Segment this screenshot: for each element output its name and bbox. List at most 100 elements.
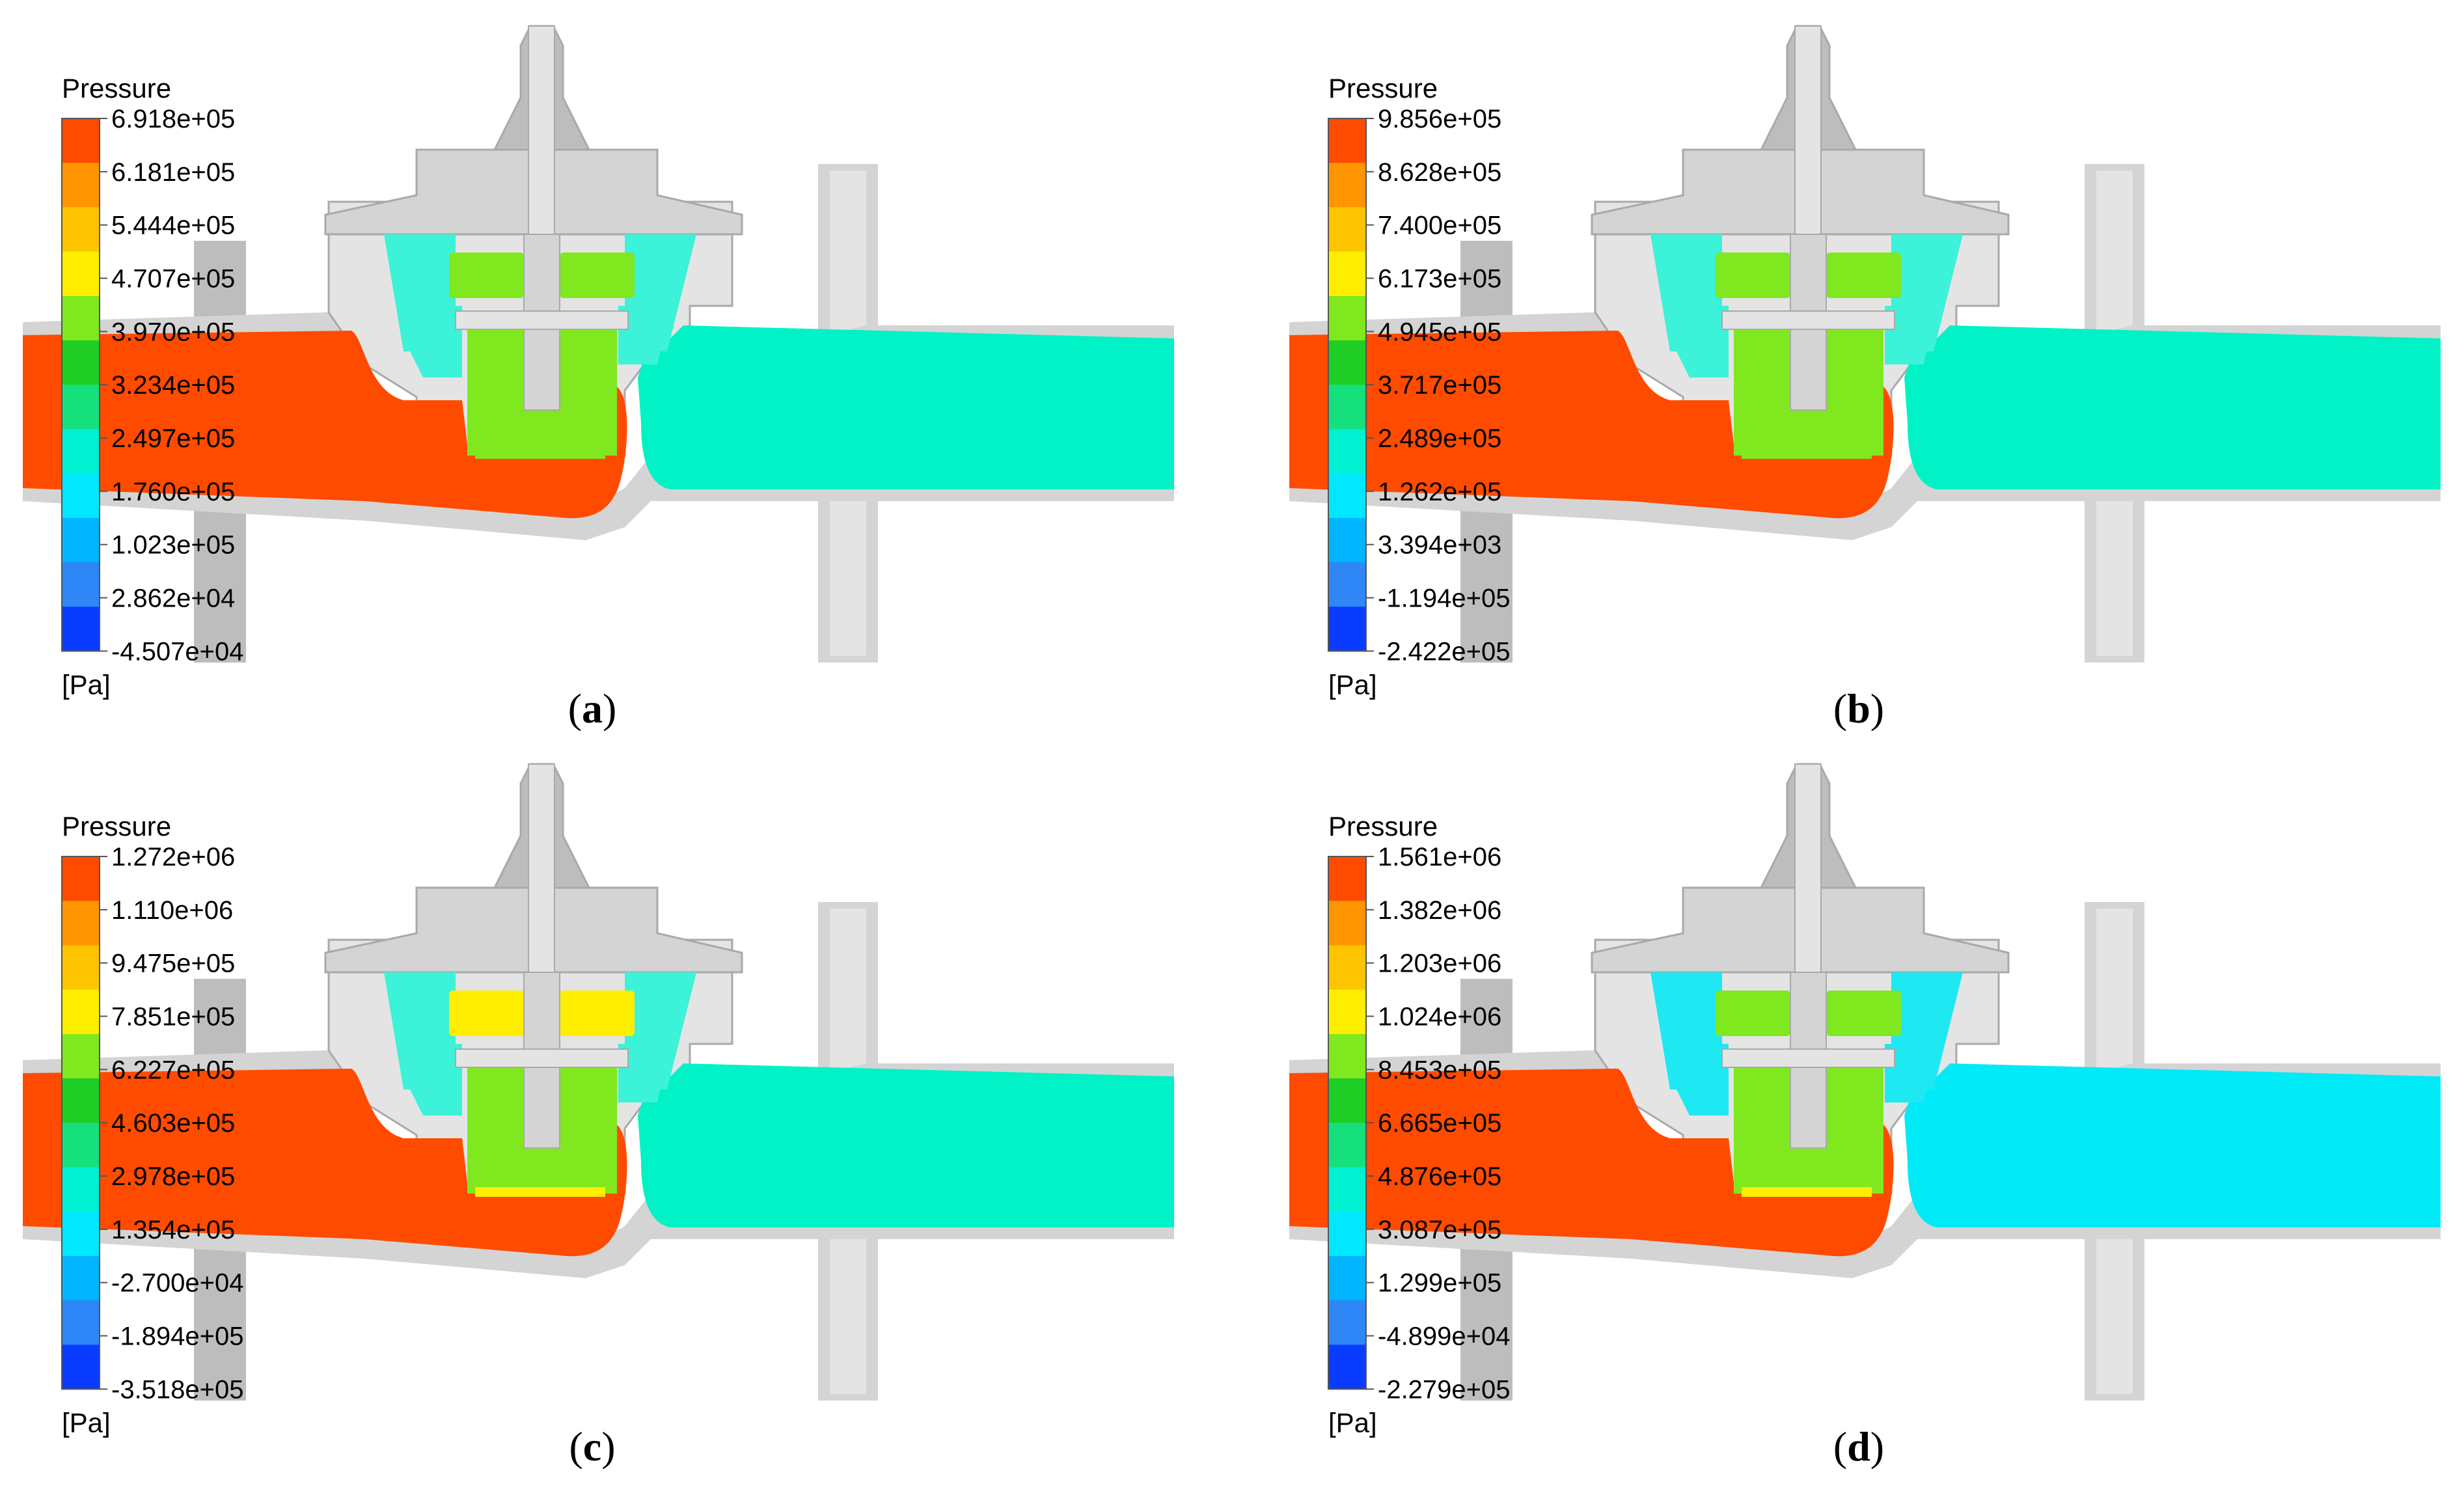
legend-title: Pressure [1328,811,1438,841]
legend-color-band [62,1211,100,1257]
seat-ring [455,310,629,330]
legend-tick-label: 6.227e+05 [111,1056,235,1084]
valve-stem [528,763,555,1012]
legend-tick-label: -2.700e+04 [111,1269,244,1298]
legend-tick-label: 1.110e+06 [111,896,233,925]
caption-letter: a [582,685,603,732]
legend-tick-label: 4.945e+05 [1378,318,1501,346]
legend-color-band [1328,945,1366,991]
legend-color-band [62,340,100,385]
caption-open-paren: ( [568,685,582,732]
legend-color-band [62,945,100,991]
left-upper-pad [449,991,524,1036]
legend-color-band [62,1167,100,1212]
pressure-legend: Pressure9.856e+058.628e+057.400e+056.173… [1328,73,1511,700]
legend-color-band [62,1033,100,1079]
legend-color-band [1328,989,1366,1035]
caption-open-paren: ( [1833,1423,1847,1470]
legend-title: Pressure [62,811,171,841]
legend-color-band [62,1078,100,1123]
chamber-bottom-region [475,449,605,459]
chamber-bottom-region [475,1187,605,1197]
seat-ring [1721,1048,1895,1068]
outlet-low-pressure-region [1904,1063,2441,1227]
caption-open-paren: ( [569,1423,582,1470]
right-side-cavity [1885,1044,1937,1102]
caption-letter: b [1847,685,1870,732]
legend-color-band [1328,1255,1366,1301]
legend-color-band [62,207,100,253]
legend-tick-label: 1.354e+05 [111,1216,235,1244]
outlet-low-pressure-region [1904,325,2441,489]
legend-tick-label: 6.173e+05 [1378,265,1501,294]
caption-close-paren: ) [601,1423,615,1470]
legend-color-band [1328,163,1366,208]
panel-caption: (a) [568,685,617,732]
legend-tick-label: 1.382e+06 [1378,896,1501,925]
right-side-cavity [1885,306,1937,364]
legend-tick-label: 3.717e+05 [1378,371,1501,400]
legend-color-band [62,429,100,474]
legend-tick-label: 2.497e+05 [111,424,235,453]
legend-color-band [62,385,100,430]
legend-tick-label: 9.475e+05 [111,950,235,978]
legend-tick-label: 1.561e+06 [1378,843,1501,871]
panel-d: Pressure1.561e+061.382e+061.203e+061.024… [1289,763,2441,1470]
panel-caption: (d) [1833,1423,1884,1470]
caption-letter: d [1847,1423,1870,1470]
legend-color-band [1328,1033,1366,1079]
legend-tick-label: 2.862e+04 [111,584,235,613]
inlet-high-pressure-region [23,331,627,519]
legend-color-band [62,517,100,563]
legend-color-band [1328,251,1366,297]
left-side-cavity [410,1044,462,1115]
panel-b: Pressure9.856e+058.628e+057.400e+056.173… [1289,25,2441,732]
pressure-legend: Pressure6.918e+056.181e+055.444e+054.707… [61,73,244,700]
legend-color-band [62,1123,100,1168]
left-side-cavity [410,306,462,377]
valve-stem [1794,25,1822,274]
right-upper-pad [1826,253,1901,298]
panel-caption: (b) [1833,685,1884,732]
legend-tick-label: 5.444e+05 [111,212,235,240]
left-side-cavity [1677,1044,1729,1115]
legend-tick-label: 2.978e+05 [111,1162,235,1191]
right-upper-pad [560,253,635,298]
legend-tick-label: 1.023e+05 [111,531,235,560]
legend-color-band [1328,295,1366,341]
legend-tick-label: 4.707e+05 [111,265,235,294]
right-upper-pad [560,991,635,1036]
legend-color-band [62,1255,100,1301]
legend-color-band [62,295,100,341]
legend-color-band [1328,856,1366,901]
legend-unit: [Pa] [1328,669,1377,700]
legend-tick-label: 1.024e+06 [1378,1003,1501,1032]
legend-color-band [1328,1345,1366,1389]
pressure-legend: Pressure1.561e+061.382e+061.203e+061.024… [1328,811,1511,1438]
legend-color-band [1328,562,1366,607]
chamber-bottom-region [1742,449,1872,459]
legend-color-band [1328,607,1366,651]
legend-tick-label: 6.665e+05 [1378,1109,1501,1138]
legend-color-band [62,163,100,208]
legend-tick-label: 7.400e+05 [1378,212,1501,240]
legend-color-band [62,856,100,901]
inlet-high-pressure-region [23,1069,627,1257]
legend-color-band [62,607,100,651]
chamber-bottom-region [1742,1187,1872,1197]
legend-tick-label: 1.760e+05 [111,478,235,506]
legend-title: Pressure [1328,73,1438,103]
legend-color-band [1328,901,1366,946]
legend-tick-label: 3.234e+05 [111,371,235,400]
legend-tick-label: -4.507e+04 [111,637,244,666]
legend-tick-label: 1.272e+06 [111,843,235,871]
legend-unit: [Pa] [62,1407,111,1438]
legend-color-band [1328,385,1366,430]
left-upper-pad [1716,991,1790,1036]
legend-tick-label: 3.394e+03 [1378,531,1501,560]
legend-tick-label: 1.299e+05 [1378,1269,1501,1298]
legend-tick-label: 6.918e+05 [111,105,235,133]
legend-tick-label: 3.970e+05 [111,318,235,346]
legend-tick-label: 1.262e+05 [1378,478,1501,506]
